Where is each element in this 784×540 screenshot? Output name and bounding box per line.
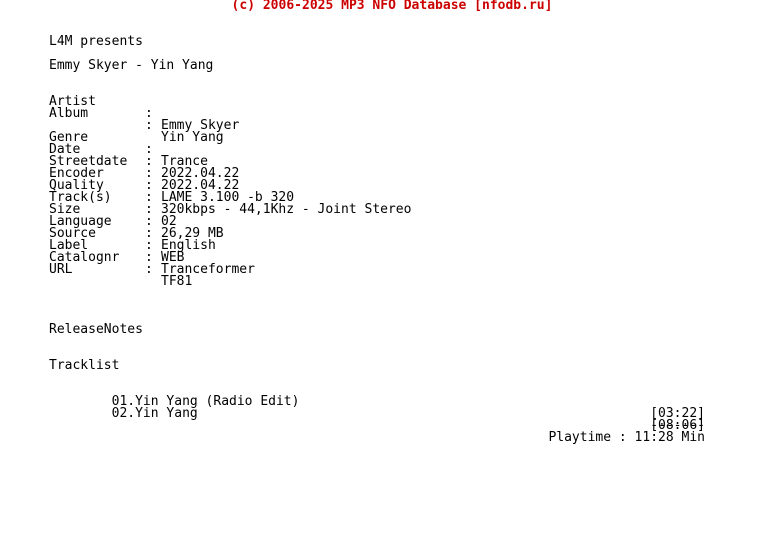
info-key: Quality <box>49 178 104 193</box>
release-notes-label: ReleaseNotes <box>49 322 143 337</box>
info-key: Album <box>49 106 89 121</box>
info-key: Streetdate <box>49 154 128 169</box>
info-row-quality: Quality : 320kbps - 44,1Khz - Joint Ster… <box>49 168 709 216</box>
info-value: WEB <box>161 250 185 265</box>
info-key: Track(s) <box>49 190 112 205</box>
info-row-label: Label : Tranceformer <box>49 228 709 276</box>
info-row-source: Source : WEB <box>49 216 709 264</box>
info-row-size: Size : 26,29 MB <box>49 192 709 240</box>
info-separator: : <box>145 250 153 265</box>
info-key: Label <box>49 238 89 253</box>
divider: ------- <box>650 418 705 433</box>
presenter-line: L4M presents <box>49 34 143 49</box>
info-value: 26,29 MB <box>161 226 224 241</box>
info-key: Catalognr <box>49 250 120 265</box>
info-key: Genre <box>49 130 89 145</box>
info-value: 320kbps - 44,1Khz - Joint Stereo <box>161 202 412 217</box>
info-value: 02 <box>161 214 177 229</box>
track-title: 02.Yin Yang <box>111 406 198 421</box>
info-separator: : <box>145 202 153 217</box>
url-label: URL <box>49 262 73 277</box>
track-duration: [08:06] <box>650 418 705 433</box>
track-duration: [03:22] <box>650 406 705 421</box>
release-title: Emmy Skyer - Yin Yang <box>49 58 214 73</box>
info-value: 2022.04.22 <box>161 178 240 193</box>
info-row-streetdate: Streetdate : 2022.04.22 <box>49 144 709 192</box>
info-separator: : <box>145 214 153 229</box>
info-separator: : <box>145 142 153 157</box>
info-row-album: Album : Yin Yang <box>49 96 709 144</box>
info-value: 2022.04.22 <box>161 166 240 181</box>
info-separator: : <box>145 226 153 241</box>
info-value: English <box>161 238 216 253</box>
info-key: Artist <box>49 94 96 109</box>
info-value: Trance <box>161 154 208 169</box>
info-separator: : <box>145 118 153 133</box>
track-row: 02.Yin Yang [08:06] <box>49 396 705 432</box>
info-key: Encoder <box>49 166 104 181</box>
track-row: 01.Yin Yang (Radio Edit) [03:22] <box>49 384 705 420</box>
info-row-catalognr: Catalognr : TF81 <box>49 240 709 288</box>
nfo-body: L4M presents Emmy Skyer - Yin Yang Artis… <box>49 34 709 444</box>
info-row-encoder: Encoder : LAME 3.100 -b 320 <box>49 156 709 204</box>
divider-row: ------- <box>49 408 705 432</box>
info-row-date: Date : 2022.04.22 <box>49 132 709 180</box>
tracklist-label: Tracklist <box>49 358 120 373</box>
info-value: Yin Yang <box>161 130 224 145</box>
copyright-header: (c) 2006-2025 MP3 NFO Database [nfodb.ru… <box>231 0 553 13</box>
track-title: 01.Yin Yang (Radio Edit) <box>111 394 300 409</box>
info-separator: : <box>145 178 153 193</box>
info-row-language: Language : English <box>49 204 709 252</box>
info-separator: : <box>145 154 153 169</box>
playtime-row: Playtime : 11:28 Min <box>49 420 705 444</box>
info-key: Language <box>49 214 112 229</box>
info-value: LAME 3.100 -b 320 <box>161 190 295 205</box>
info-value: Emmy Skyer <box>161 118 240 133</box>
info-row-tracks: Track(s) : 02 <box>49 180 709 228</box>
info-key: Source <box>49 226 96 241</box>
info-value: TF81 <box>161 274 193 289</box>
info-separator: : <box>145 166 153 181</box>
info-row-genre: Genre : Trance <box>49 120 709 168</box>
info-key: Date <box>49 142 81 157</box>
info-separator: : <box>145 190 153 205</box>
info-value: Tranceformer <box>161 262 255 277</box>
info-separator: : <box>145 262 153 277</box>
info-key: Size <box>49 202 81 217</box>
playtime: Playtime : 11:28 Min <box>548 430 705 445</box>
info-separator: : <box>145 106 153 121</box>
info-row-artist: Artist : Emmy Skyer <box>49 84 709 132</box>
info-separator: : <box>145 238 153 253</box>
